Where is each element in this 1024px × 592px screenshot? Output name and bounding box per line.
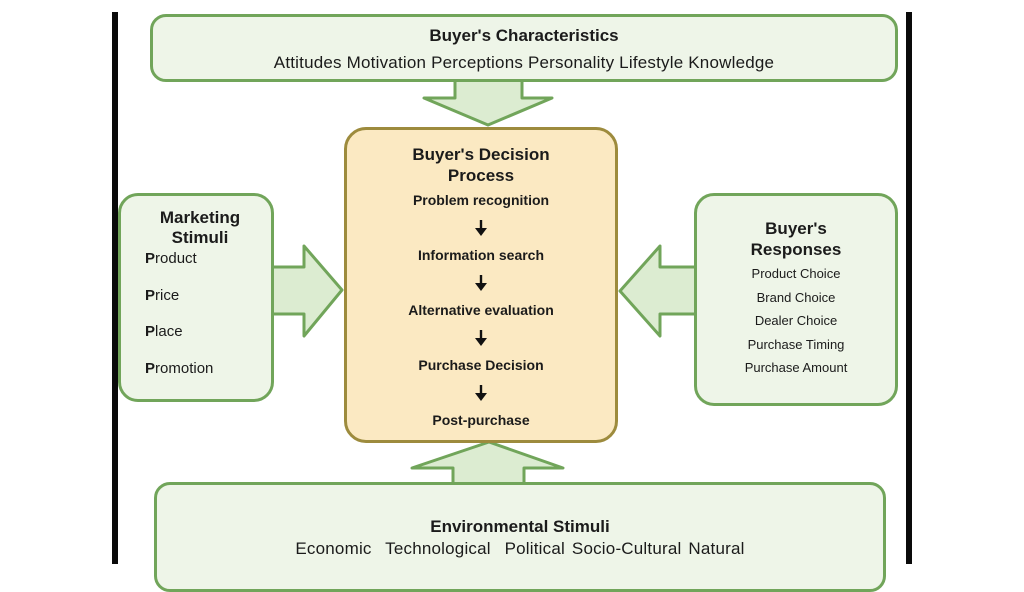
buyer-responses-title-line1: Buyer's (765, 219, 827, 238)
marketing-stimuli-title-line1: Marketing (159, 208, 241, 227)
response-purchase-timing: Purchase Timing (747, 336, 845, 352)
arrow-up-from-environment (410, 440, 565, 487)
arrow-right-from-marketing (269, 244, 344, 338)
decision-process-title-line2: Process (447, 166, 515, 185)
down-arrow-icon (475, 219, 487, 236)
buyer-characteristics-list: Attitudes Motivation Perceptions Persona… (273, 53, 775, 72)
step-information-search: Information search (417, 247, 545, 263)
marketing-item-promotion: Promotion (145, 359, 214, 377)
response-purchase-amount: Purchase Amount (744, 360, 848, 375)
buyer-characteristics-box: Buyer's Characteristics Attitudes Motiva… (150, 14, 898, 82)
buyer-responses-box: Buyer's Responses Product Choice Brand C… (694, 193, 898, 406)
down-arrow-icon (475, 329, 487, 346)
down-arrow-icon (475, 384, 487, 401)
step-problem-recognition: Problem recognition (412, 192, 550, 208)
arrow-down-from-characteristics (422, 78, 554, 127)
environmental-stimuli-box: Environmental Stimuli Economic Technolog… (154, 482, 886, 592)
down-arrow-icon (475, 274, 487, 291)
marketing-item-price: Price (145, 286, 180, 304)
step-post-purchase: Post-purchase (432, 412, 530, 428)
marketing-stimuli-box: Marketing Stimuli Product Price Place Pr… (118, 193, 274, 402)
step-alternative-evaluation: Alternative evaluation (408, 302, 554, 318)
response-brand-choice: Brand Choice (756, 289, 836, 305)
step-purchase-decision: Purchase Decision (418, 357, 544, 373)
buyer-responses-title-line2: Responses (750, 240, 842, 259)
marketing-item-place: Place (145, 323, 183, 340)
decision-process-box: Buyer's Decision Process Problem recogni… (344, 127, 618, 443)
response-dealer-choice: Dealer Choice (754, 313, 838, 328)
decision-process-title-line1: Buyer's Decision (412, 145, 550, 164)
marketing-stimuli-title-line2: Stimuli (171, 228, 229, 247)
buyer-characteristics-title: Buyer's Characteristics (429, 26, 619, 45)
right-frame-border (906, 12, 912, 564)
diagram-frame: Buyer's Characteristics Attitudes Motiva… (112, 12, 912, 592)
response-product-choice: Product Choice (751, 266, 841, 281)
environmental-stimuli-title: Environmental Stimuli (430, 517, 610, 536)
flow-arrows (269, 78, 699, 487)
environmental-stimuli-list: Economic Technological Political Socio-C… (295, 539, 745, 558)
arrow-left-from-responses (618, 244, 699, 338)
left-frame-border (112, 12, 118, 564)
marketing-item-product: Product (145, 250, 197, 267)
